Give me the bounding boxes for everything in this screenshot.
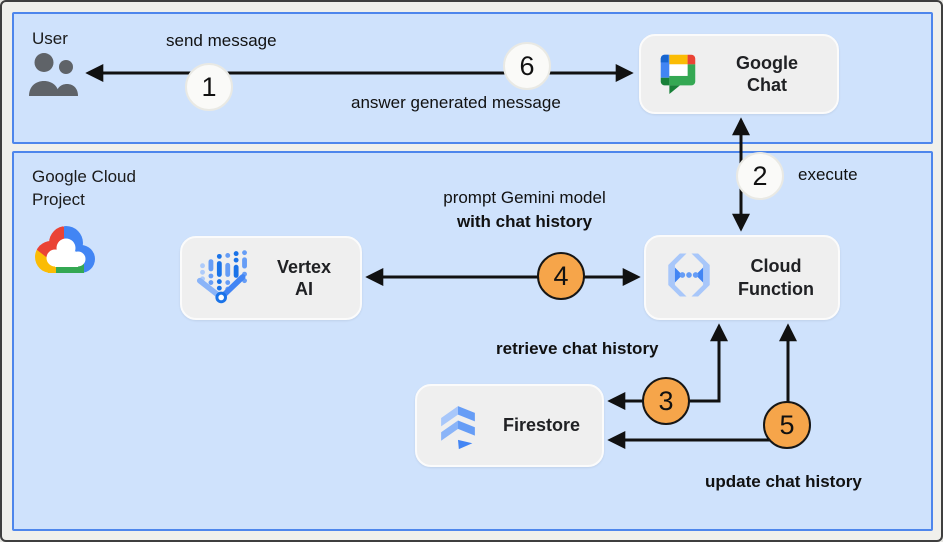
google-chat-label: Google Chat: [709, 52, 837, 97]
prompt-gemini-label-line1: prompt Gemini model: [443, 188, 606, 207]
vertex-ai-label-line1: Vertex: [276, 256, 332, 277]
firestore-label: Firestore: [502, 415, 581, 436]
update-chat-history-label: update chat history: [705, 472, 862, 491]
step-badge-5: 5: [763, 401, 811, 449]
step-badge-1: 1: [185, 63, 233, 111]
vertex-ai-node: Vertex AI: [180, 236, 362, 320]
step-badge-4: 4: [537, 252, 585, 300]
users-icon: [28, 52, 82, 98]
cloud-function-label-line1: Cloud: [750, 256, 802, 276]
google-chat-label-line1: Google: [736, 52, 798, 73]
vertex-ai-label-line2: AI: [295, 279, 313, 299]
step-badge-6: 6: [503, 42, 551, 90]
google-chat-node: Google Chat: [639, 34, 839, 114]
firestore-icon: [431, 396, 485, 455]
execute-label: execute: [798, 165, 858, 184]
prompt-gemini-label: prompt Gemini model with chat history: [427, 186, 622, 234]
send-message-label: send message: [166, 31, 277, 50]
cloud-function-node: Cloud Function: [644, 235, 840, 320]
gcp-title-line1: Google Cloud: [32, 167, 136, 186]
google-chat-icon: [655, 49, 701, 100]
vertex-ai-label: Vertex AI: [260, 256, 360, 301]
vertex-ai-icon: [196, 247, 252, 310]
prompt-gemini-label-line2: with chat history: [456, 211, 593, 231]
google-chat-label-line2: Chat: [747, 75, 787, 95]
gcp-title-line2: Project: [32, 189, 85, 209]
firestore-node: Firestore: [415, 384, 604, 467]
step-badge-2: 2: [736, 152, 784, 200]
gcp-zone-title: Google Cloud Project: [32, 166, 136, 212]
user-zone-title: User: [32, 29, 68, 48]
cloud-function-label-line2: Function: [738, 278, 814, 299]
step-badge-3: 3: [642, 377, 690, 425]
cloud-function-label: Cloud Function: [726, 255, 838, 300]
cloud-functions-icon: [660, 250, 718, 305]
retrieve-chat-history-label: retrieve chat history: [496, 339, 659, 358]
google-cloud-logo: [28, 220, 102, 280]
answer-generated-message-label: answer generated message: [351, 93, 561, 112]
